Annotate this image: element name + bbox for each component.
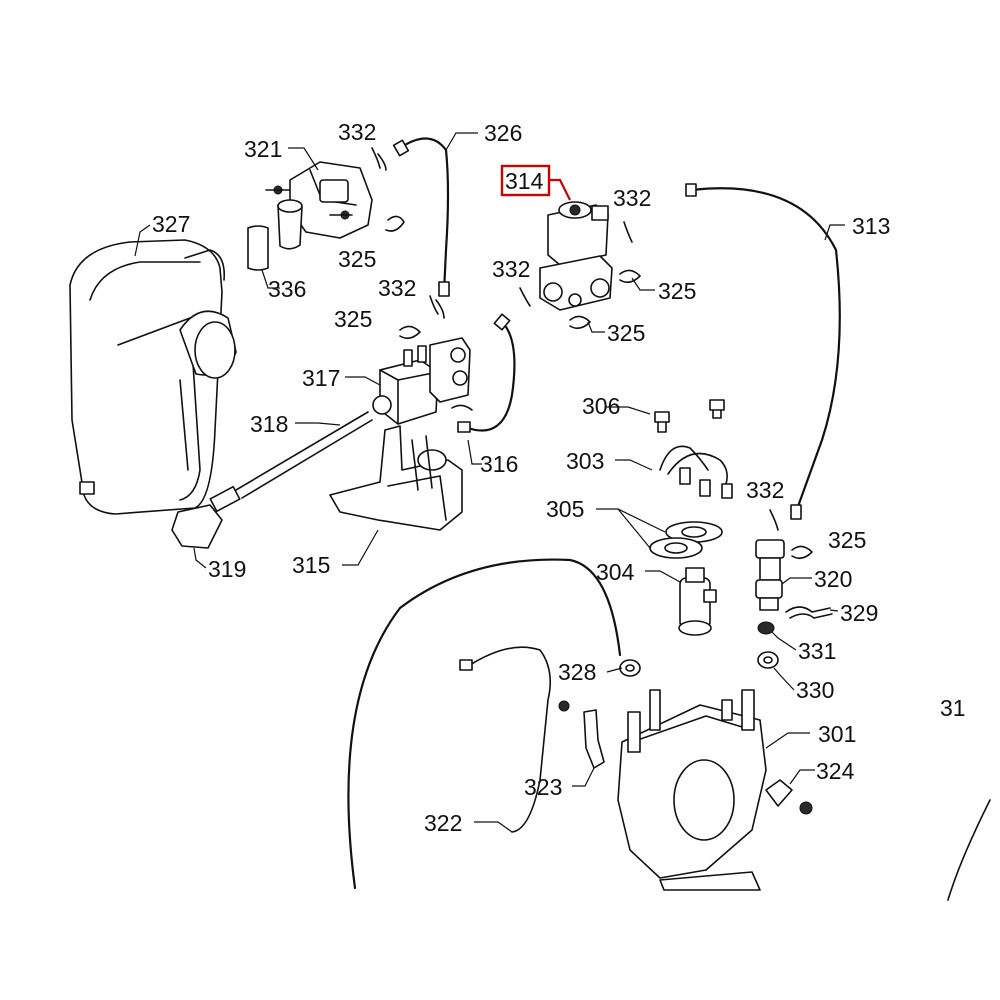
label-332: 332: [492, 256, 530, 282]
label-301: 301: [818, 721, 856, 747]
label-330: 330: [796, 677, 834, 703]
label-325: 325: [338, 246, 376, 272]
part-303-wire-harness: [659, 445, 733, 499]
part-301-boiler: [617, 689, 767, 891]
label-332: 332: [378, 275, 416, 301]
part-330-nut: [757, 651, 779, 669]
label-332: 332: [746, 477, 784, 503]
label-322: 322: [424, 810, 462, 836]
label-331: 331: [798, 638, 836, 664]
leader-lines: [134, 132, 845, 833]
part-317-valve: [372, 337, 471, 425]
callout-labels: 321 332 326 327 325 336 332 325 314 332 …: [152, 119, 966, 836]
partial-part-edge: [947, 799, 991, 901]
label-332: 332: [338, 119, 376, 145]
part-320-sensor: [755, 539, 785, 611]
label-332: 332: [613, 185, 651, 211]
label-321: 321: [244, 136, 282, 162]
label-316: 316: [480, 451, 518, 477]
label-326: 326: [484, 120, 522, 146]
part-314-solenoid-valve: [539, 201, 613, 311]
clip-glyphs: [371, 147, 813, 560]
label-324: 324: [816, 758, 855, 784]
part-319-connector: [171, 485, 241, 549]
label-323: 323: [524, 774, 562, 800]
label-306: 306: [582, 393, 620, 419]
label-305: 305: [546, 496, 584, 522]
part-323-bracket: [558, 700, 605, 769]
part-324-clip: [765, 779, 813, 815]
label-317: 317: [302, 365, 340, 391]
label-303: 303: [566, 448, 604, 474]
label-315: 315: [292, 552, 330, 578]
part-321-valve: [265, 161, 373, 250]
part-315-bracket: [329, 425, 463, 531]
part-306-screws: [654, 399, 725, 433]
part-329-clip: [785, 606, 833, 619]
part-326-hose: [392, 137, 450, 297]
part-336-sleeve: [247, 225, 269, 271]
label-329: 329: [840, 600, 878, 626]
label-325: 325: [828, 527, 866, 553]
label-318: 318: [250, 411, 288, 437]
label-325: 325: [607, 320, 645, 346]
part-327-water-tank: [69, 239, 237, 515]
part-313-hose: [685, 183, 841, 520]
label-314: 314: [505, 168, 544, 194]
part-331-oring: [757, 621, 775, 635]
part-316-hose: [457, 313, 516, 433]
part-328-ring: [619, 659, 641, 677]
label-327: 327: [152, 211, 190, 237]
label-328: 328: [558, 659, 596, 685]
highlight-leader-314: [549, 178, 571, 201]
label-325: 325: [334, 306, 372, 332]
part-305-gaskets: [649, 521, 723, 559]
label-319: 319: [208, 556, 246, 582]
label-313: 313: [852, 213, 890, 239]
part-322-cable: [347, 558, 622, 890]
label-336: 336: [268, 276, 306, 302]
label-304: 304: [596, 559, 635, 585]
label-325: 325: [658, 278, 696, 304]
label-320: 320: [814, 566, 852, 592]
part-304-thermostat: [678, 567, 717, 636]
part-318-tube: [235, 411, 373, 499]
label-31-partial: 31: [940, 695, 966, 721]
